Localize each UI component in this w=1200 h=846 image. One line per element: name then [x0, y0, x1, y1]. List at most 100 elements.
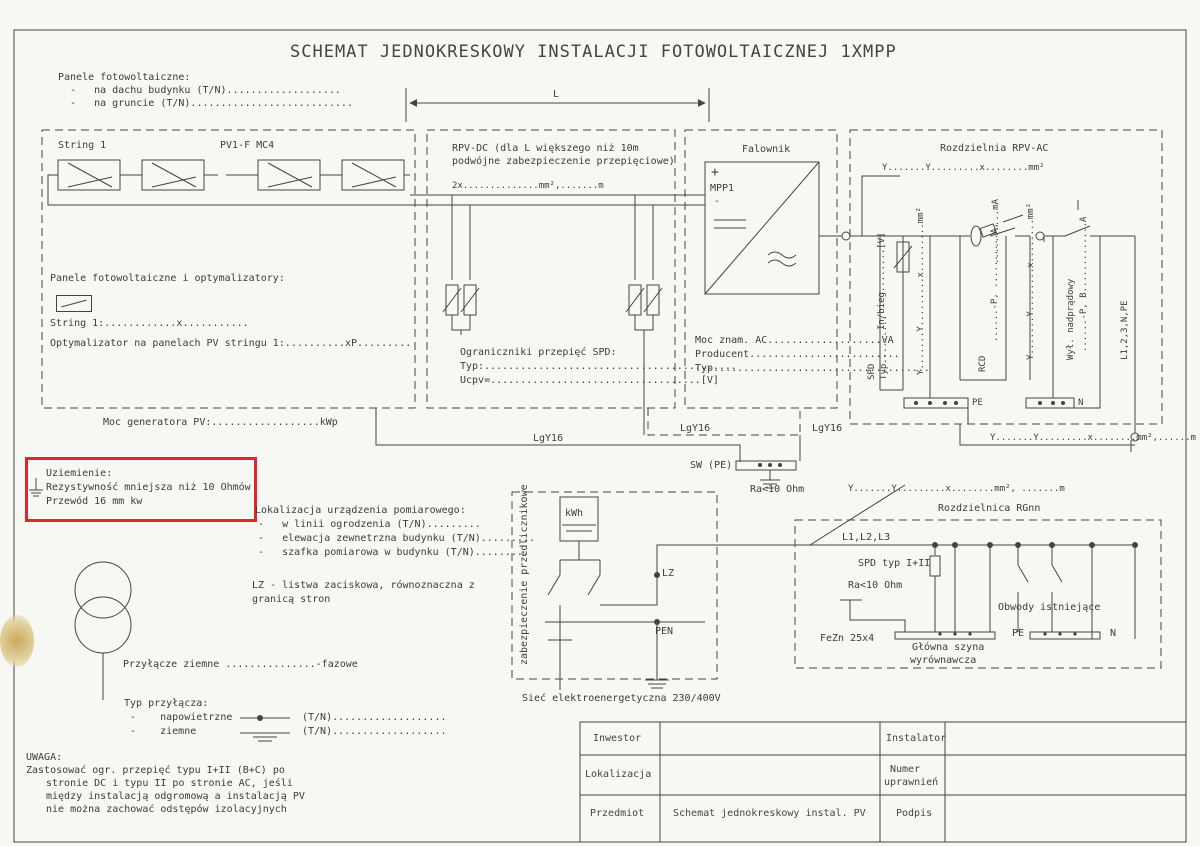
table-signature-label: Podpis	[896, 808, 933, 819]
pv-modules	[47, 159, 705, 206]
rpv-ac-title: Rozdzielnia RPV-AC	[940, 143, 1049, 154]
note-line1: Zastosować ogr. przepięć typu I+II (B+C)…	[26, 765, 285, 776]
ac-cable-label: Y.......Y.........x........mm²	[882, 163, 1045, 173]
rpv-ac-frame	[849, 129, 1163, 425]
optimizers-header: Panele fotowoltaiczne i optymalizatory:	[50, 273, 285, 284]
page-title: SCHEMAT JEDNOKRESKOWY INSTALACJI FOTOWOL…	[290, 42, 897, 62]
rgnn-cable: Y.......Y.........x........mm², .......m	[848, 484, 1065, 494]
meter-location-b: - elewacja zewnetrzna budynku (T/N).....…	[258, 533, 535, 544]
table-number-label: Numer	[890, 764, 921, 775]
note-line3: między instalacją odgromową a instalacją…	[46, 791, 305, 802]
underground-label: Przyłącze ziemne ...............-fazowe	[123, 659, 358, 670]
meter-frame	[511, 491, 718, 680]
rgnn-fezn: FeZn 25x4	[820, 633, 875, 644]
lz-note-line2: granicą stron	[252, 594, 331, 605]
spd-dc-type: Typ:....................................…	[460, 361, 737, 372]
length-label: L	[553, 89, 560, 100]
grounding-resistance: Rezystywność mniejsza niż 10 Ohmów	[46, 482, 251, 493]
phase-label: L1,2,3,N,PE	[1120, 300, 1130, 360]
grounding-wire: Przewód 16 mm kw	[46, 496, 143, 507]
grounding-header: Uziemienie:	[46, 468, 113, 479]
rgnn-phases: L1,L2,L3	[842, 532, 891, 543]
inverter-plus: +	[711, 165, 719, 180]
table-installer-label: Instalator	[886, 733, 947, 744]
ac-cable-2: Y.......Y.........x.........mm²	[916, 207, 926, 375]
title-block	[579, 721, 1187, 843]
inverter-type: Typ....................................	[695, 363, 930, 374]
connection-header: Typ przyłącza:	[124, 698, 209, 709]
lgy-left-label: LgY16	[533, 433, 564, 444]
connection-overhead-value: (T/N)...................	[302, 712, 447, 723]
enclosures	[41, 129, 1163, 680]
note-line2: stronie DC i typu II po stronie AC, jeśl…	[46, 778, 293, 789]
rgnn-frame	[794, 519, 1162, 669]
ac-n-label: N	[1078, 398, 1084, 408]
table-license-label: uprawnień	[884, 777, 939, 788]
lgy-right-label: LgY16	[812, 423, 843, 434]
optimizer-string: String 1:............x...........	[50, 318, 249, 329]
rpv-dc-frame	[426, 129, 676, 409]
pen-label: PEN	[655, 626, 674, 637]
table-subject-value: Schemat jednokreskowy instal. PV	[673, 808, 866, 819]
ra-main-label: Ra<10 Ohm	[750, 484, 805, 495]
ac-pe-label: PE	[972, 398, 983, 408]
pv-field-frame	[41, 129, 416, 409]
inverter-minus: -	[714, 196, 721, 207]
rgnn-title: Rozdzielnica RGnn	[938, 503, 1041, 514]
inverter-mppt: MPP1	[710, 183, 735, 194]
connection-ground: - ziemne	[130, 726, 197, 737]
inverter-title: Falownik	[742, 144, 791, 155]
grounding-highlight	[25, 457, 257, 522]
rgnn-pe: PE	[1012, 628, 1025, 639]
meter-location-a: - w linii ogrodzenia (T/N).........	[258, 519, 481, 530]
rgnn-bus2: wyrównawcza	[910, 655, 977, 666]
lgy-mid-label: LgY16	[680, 423, 711, 434]
rgnn-switchgear	[809, 484, 1136, 640]
rgnn-bus1: Główna szyna	[912, 642, 985, 653]
meter-location-header: Lokalizacja urządzenia pomiarowego:	[255, 505, 466, 516]
ac-switchgear	[841, 175, 1140, 452]
lz-note-line1: LZ - listwa zaciskowa, równoznaczna z	[252, 580, 475, 591]
right-cable-label: Y.......Y.........x........mm²,......m	[990, 433, 1196, 443]
rgnn-circuits: Obwody istniejące	[998, 602, 1101, 613]
rpv-dc-line2: podwójne zabezpieczenie przepięciowe)	[452, 156, 675, 167]
ac-spd-in: In/bieg........[V]	[877, 232, 887, 330]
kwh-label: kWh	[565, 508, 584, 519]
breaker-params: ......-P, B.............A	[1079, 216, 1089, 352]
rcd-label: RCD	[978, 355, 988, 372]
note-line4: nie można zachować odstępów izolacyjnych	[46, 804, 287, 815]
connection-ground-value: (T/N)...................	[302, 726, 447, 737]
inverter-symbol	[704, 161, 842, 295]
optimizer-count: Optymalizator na panelach PV stringu 1:.…	[50, 338, 412, 349]
transformer	[74, 561, 132, 700]
spd-dc-ucpv: Ucpv=...................................…	[460, 375, 719, 386]
inverter-producer: Producent.........................	[695, 349, 900, 360]
note-header: UWAGA:	[26, 752, 63, 763]
connection-overhead: - napowietrzne	[130, 712, 233, 723]
panels-ground: - na gruncie (T/N)......................…	[70, 98, 353, 109]
rgnn-spd: SPD typ I+II	[858, 558, 931, 569]
meter-box-label: zabezpieczenie przedlicznikowe	[519, 484, 530, 665]
sw-pe-bar	[735, 424, 1135, 489]
rgnn-ra: Ra<10 Ohm	[848, 580, 903, 591]
table-location-label: Lokalizacja	[585, 769, 652, 780]
ac-spd-label: SPD	[867, 363, 877, 380]
table-subject-label: Przedmiot	[590, 808, 645, 819]
optimizer-module-icon	[56, 295, 92, 312]
string1-label: String 1	[58, 140, 107, 151]
connection-types	[240, 717, 290, 742]
lz-label: LZ	[662, 568, 675, 579]
panels-header: Panele fotowoltaiczne:	[58, 72, 191, 83]
breaker-label: Wył. nadprądowy	[1066, 278, 1076, 360]
dc-spd	[375, 195, 741, 462]
dc-cable-label: 2x..............mm²,.......m	[452, 181, 604, 191]
rcd-ma: ..........mA	[991, 198, 1001, 264]
rgnn-n: N	[1110, 628, 1117, 639]
table-investor-label: Inwestor	[593, 733, 642, 744]
cable-type-label: PV1-F MC4	[220, 140, 275, 151]
ac-cable-3: Y.......Y........x........mm²	[1026, 202, 1036, 360]
sw-pe-label: SW (PE)	[690, 460, 733, 471]
inverter-frame	[684, 129, 838, 409]
